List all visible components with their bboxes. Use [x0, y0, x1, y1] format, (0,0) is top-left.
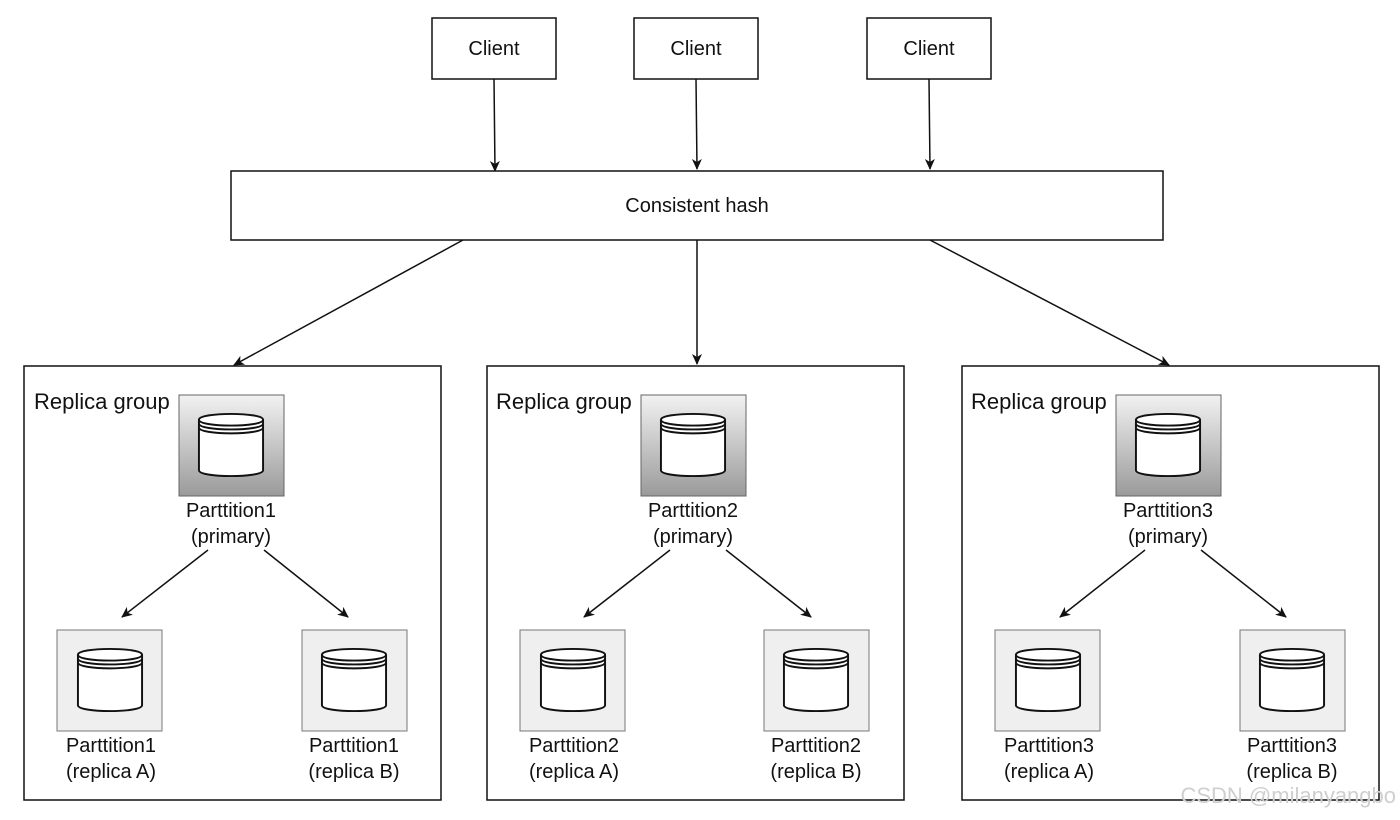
client-node-2: Client: [633, 17, 759, 80]
replica-group-label: Replica group: [971, 389, 1107, 414]
replica-group-3: Replica group Parttition3 (primary) Part…: [961, 365, 1380, 801]
replica-a-partition: Parttition1 (replica A): [56, 629, 163, 783]
arrow-primary-replica-a: [583, 549, 671, 618]
arrow-client2-hash: [691, 78, 702, 170]
primary-partition: Parttition2 (primary): [640, 394, 747, 548]
client-label: Client: [670, 38, 722, 60]
arrow-primary-replica-a: [1059, 549, 1146, 618]
database-icon: [76, 647, 144, 713]
replica-group-2: Replica group Parttition2 (primary) Part…: [486, 365, 905, 801]
replica-b-partition: Parttition2 (replica B): [763, 629, 870, 783]
replica-a-partition: Parttition2 (replica A): [519, 629, 626, 783]
database-icon: [320, 647, 388, 713]
primary-name: Parttition3: [1123, 500, 1213, 522]
replica-a-partition: Parttition3 (replica A): [994, 629, 1101, 783]
database-icon: [1014, 647, 1082, 713]
replica-a-name: Parttition2: [529, 735, 619, 757]
replica-group-label: Replica group: [34, 389, 170, 414]
database-icon: [197, 412, 265, 478]
replica-a-role: (replica A): [1004, 761, 1094, 783]
client-node-3: Client: [866, 17, 992, 80]
database-icon: [1134, 412, 1202, 478]
consistent-hash-label: Consistent hash: [625, 195, 768, 217]
replica-a-role: (replica A): [66, 761, 156, 783]
database-icon: [659, 412, 727, 478]
primary-partition: Parttition1 (primary): [178, 394, 285, 548]
replica-b-role: (replica B): [770, 761, 861, 783]
arrow-client3-hash: [924, 78, 935, 170]
arrow-primary-replica-a: [121, 549, 209, 618]
replica-b-name: Parttition3: [1247, 735, 1337, 757]
primary-role: (primary): [1128, 526, 1208, 548]
replica-a-name: Parttition1: [66, 735, 156, 757]
primary-role: (primary): [191, 526, 271, 548]
arrow-primary-replica-b: [1200, 549, 1287, 618]
replica-group-label: Replica group: [496, 389, 632, 414]
arrow-primary-replica-b: [263, 549, 349, 618]
database-icon: [1258, 647, 1326, 713]
replica-a-name: Parttition3: [1004, 735, 1094, 757]
replica-b-partition: Parttition1 (replica B): [301, 629, 408, 783]
database-icon: [782, 647, 850, 713]
client-label: Client: [903, 38, 955, 60]
replica-group-1: Replica group Parttition1 (primary) Part…: [23, 365, 442, 801]
replica-a-role: (replica A): [529, 761, 619, 783]
replica-b-role: (replica B): [1246, 761, 1337, 783]
primary-name: Parttition1: [186, 500, 276, 522]
replica-b-name: Parttition2: [771, 735, 861, 757]
replica-b-name: Parttition1: [309, 735, 399, 757]
replica-b-partition: Parttition3 (replica B): [1239, 629, 1346, 783]
watermark: CSDN @milanyangbo: [1180, 783, 1396, 808]
primary-name: Parttition2: [648, 500, 738, 522]
arrow-hash-group1: [233, 239, 464, 366]
client-node-1: Client: [431, 17, 557, 80]
replica-b-role: (replica B): [308, 761, 399, 783]
arrow-hash-group3: [929, 239, 1170, 366]
arrow-client1-hash: [489, 78, 500, 172]
client-label: Client: [468, 38, 520, 60]
consistent-hash-node: Consistent hash: [230, 170, 1164, 241]
arrow-primary-replica-b: [725, 549, 812, 618]
primary-partition: Parttition3 (primary): [1115, 394, 1222, 548]
database-icon: [539, 647, 607, 713]
primary-role: (primary): [653, 526, 733, 548]
